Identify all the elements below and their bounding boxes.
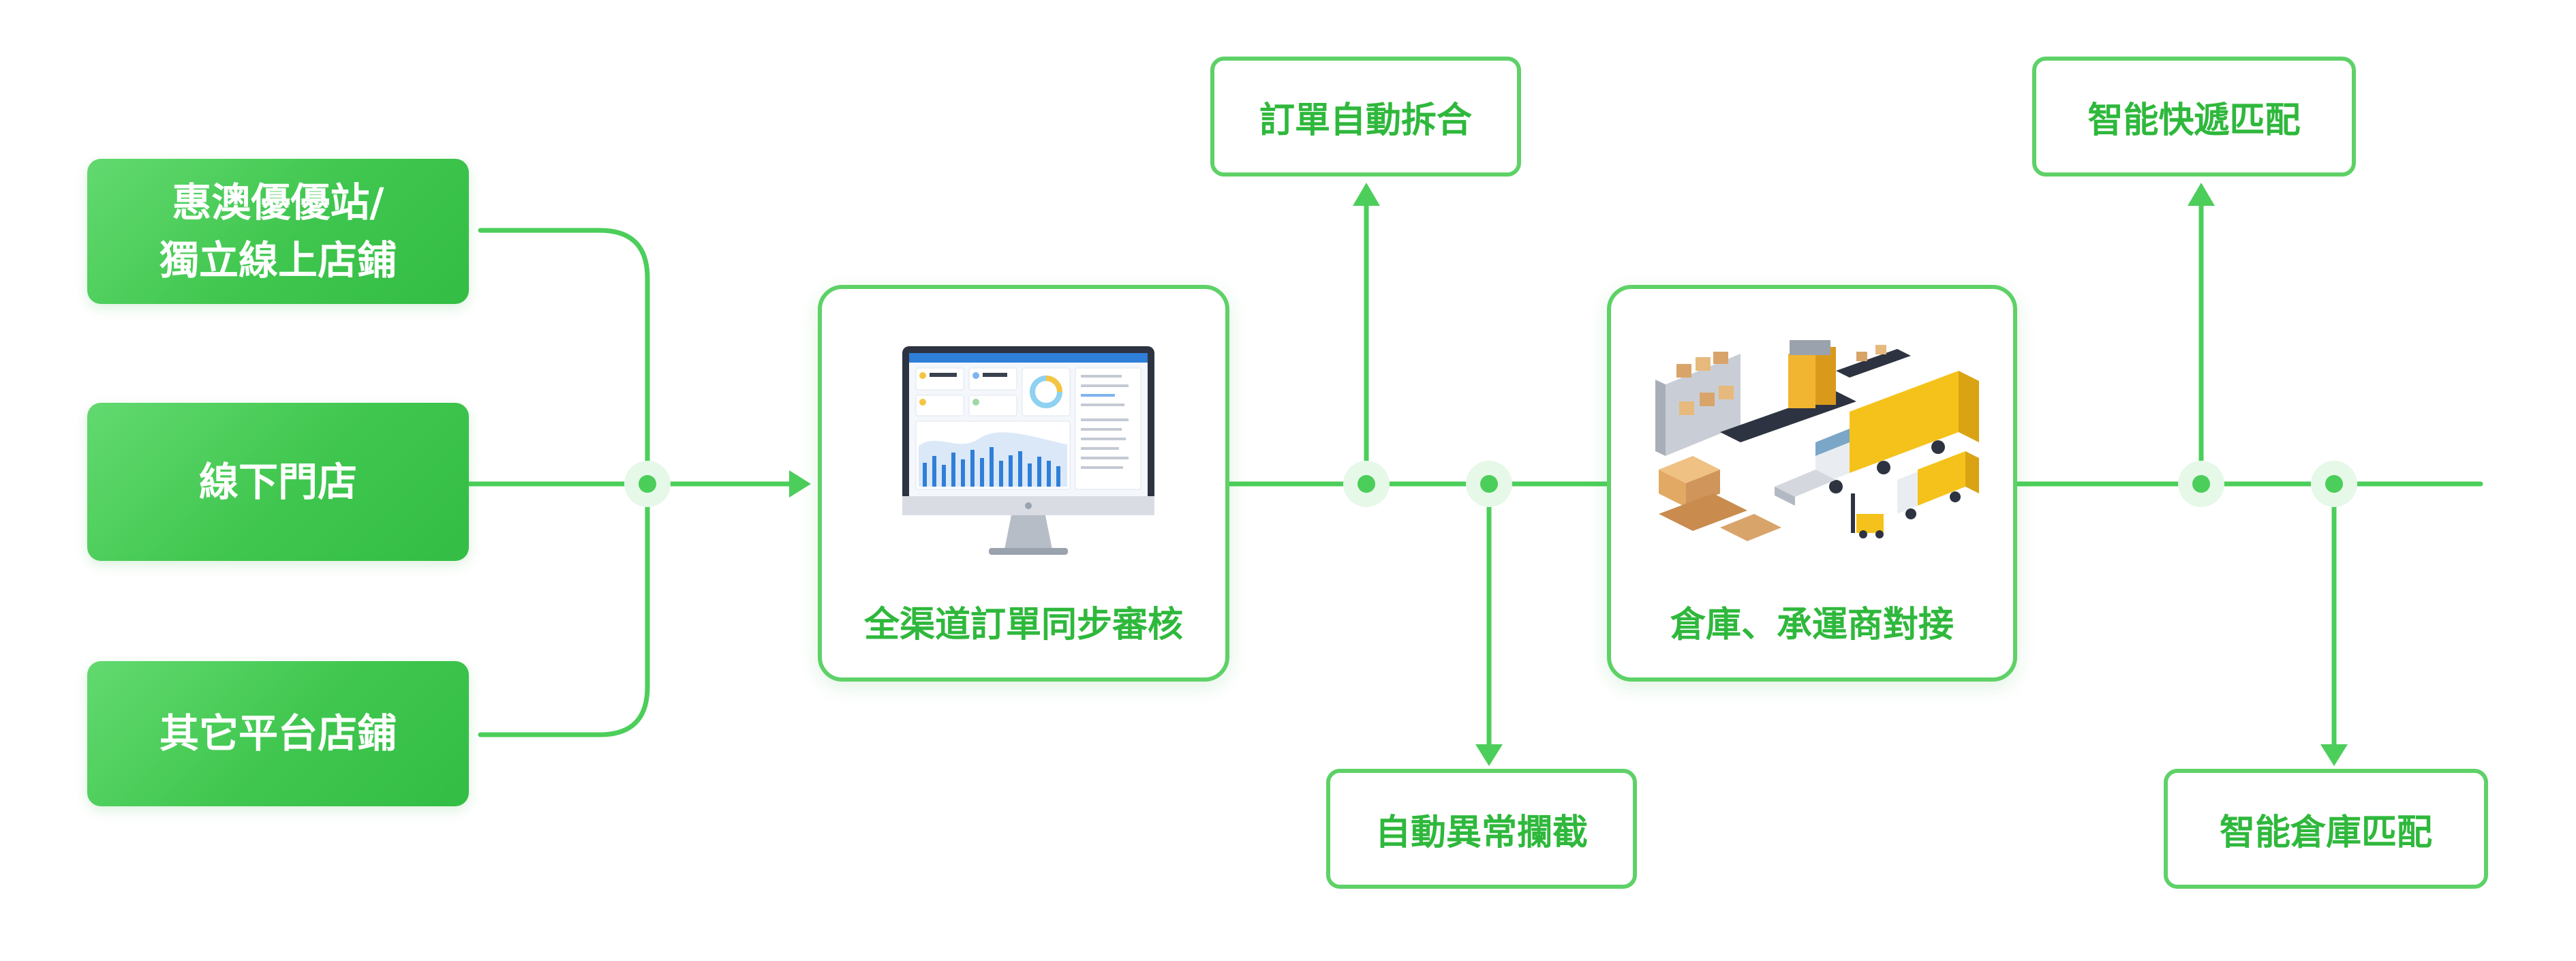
source-online-store: 惠澳優優站/ 獨立線上店鋪 (87, 159, 469, 304)
arrow-up-icon (2188, 183, 2215, 206)
source-offline-store: 線下門店 (87, 403, 469, 561)
source-offline-store-label: 線下門店 (198, 458, 357, 505)
warehouse-logistics-icon (1655, 340, 1979, 541)
junction-node (1343, 461, 1390, 507)
branch-warehouse-matching: 智能倉庫匹配 (2164, 769, 2488, 889)
branch-exception-intercept-label: 自動異常攔截 (1375, 812, 1588, 853)
branch-order-split-merge-label: 訂單自動拆合 (1259, 100, 1472, 141)
junction-node (2311, 461, 2357, 507)
junction-node (1466, 461, 1512, 507)
source-other-platform: 其它平台店鋪 (87, 661, 469, 806)
process-warehouse-carrier: 倉庫、承運商對接 (1607, 285, 2017, 682)
process-order-audit-label: 全渠道訂單同步審核 (863, 605, 1183, 645)
branch-warehouse-matching-label: 智能倉庫匹配 (2219, 812, 2432, 853)
arrow-right-icon (789, 470, 811, 498)
monitor-dashboard-icon (902, 346, 1154, 555)
process-warehouse-carrier-label: 倉庫、承運商對接 (1670, 605, 1954, 645)
branch-exception-intercept: 自動異常攔截 (1326, 769, 1637, 889)
arrow-up-icon (1353, 183, 1380, 206)
arrow-down-icon (1475, 744, 1503, 766)
branch-order-split-merge: 訂單自動拆合 (1210, 57, 1521, 177)
junction-node (624, 461, 671, 507)
branch-express-matching: 智能快遞匹配 (2032, 57, 2356, 177)
process-order-audit: 全渠道訂單同步審核 (818, 285, 1229, 682)
branch-express-matching-label: 智能快遞匹配 (2087, 100, 2301, 141)
junction-node (2178, 461, 2224, 507)
source-other-platform-label: 其它平台店鋪 (159, 710, 397, 757)
arrow-down-icon (2320, 744, 2348, 766)
source-online-store-label: 惠澳優優站/ 獨立線上店鋪 (159, 179, 397, 284)
